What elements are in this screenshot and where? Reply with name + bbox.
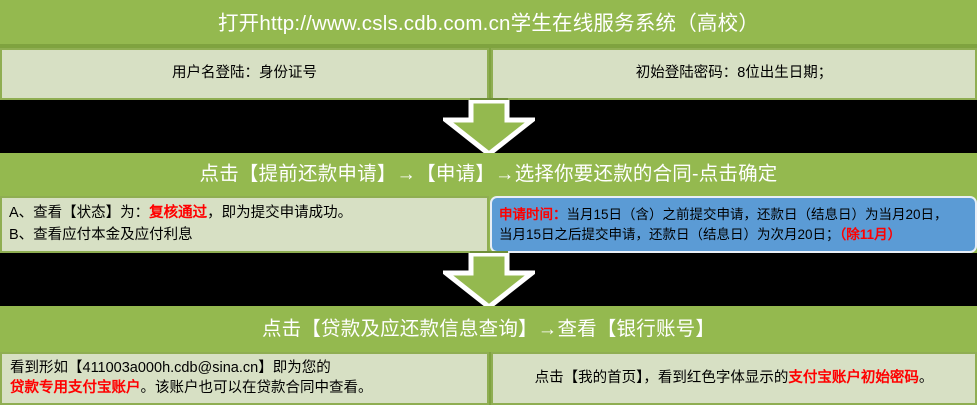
alipay-account-text: 看到形如【411003a000h.cdb@sina.cn】即为您的 贷款专用支付… [2, 359, 381, 398]
status-check-panel: A、查看【状态】为：复核通过，即为提交申请成功。 B、查看应付本金及应付利息 [0, 196, 489, 253]
timing-line-1: 申请时间：当月15日（含）之前提交申请，还款日（结息日）为当月20日， [499, 205, 948, 225]
status-and-timing-row: A、查看【状态】为：复核通过，即为提交申请成功。 B、查看应付本金及应付利息 申… [0, 196, 977, 253]
alipay-password-prefix: 点击【我的首页】，看到红色字体显示的 [534, 369, 789, 386]
step2-title-text: 点击【提前还款申请】→【申请】→选择你要还款的合同-点击确定 [199, 163, 778, 186]
status-line-a-prefix: A、查看【状态】为： [9, 205, 150, 222]
step1-title-text: 打开http://www.csls.cdb.com.cn学生在线服务系统（高校） [217, 12, 760, 36]
timing-line-2-text: 当月15日之后提交申请，还款日（结息日）为次月20日； [499, 226, 840, 242]
timing-line-1-text: 当月15日（含）之前提交申请，还款日（结息日）为当月20日， [566, 206, 948, 222]
step1-title-bar: 打开http://www.csls.cdb.com.cn学生在线服务系统（高校） [0, 0, 977, 48]
arrow-down-icon-2 [443, 253, 535, 309]
status-line-a-highlight: 复核通过 [149, 205, 208, 222]
timing-line-2: 当月15日之后提交申请，还款日（结息日）为次月20日；（除11月） [499, 225, 948, 245]
step3-title-text: 点击【贷款及应还款信息查询】→查看【银行账号】 [261, 317, 716, 340]
alipay-account-panel: 看到形如【411003a000h.cdb@sina.cn】即为您的 贷款专用支付… [0, 352, 489, 405]
arrow-down-icon-1 [443, 100, 535, 156]
status-line-a-suffix: ，即为提交申请成功。 [207, 205, 353, 222]
alipay-password-text: 点击【我的首页】，看到红色字体显示的支付宝账户初始密码。 [527, 369, 942, 389]
title-bar-underline [0, 44, 977, 48]
application-timing-lines: 申请时间：当月15日（含）之前提交申请，还款日（结息日）为当月20日， 当月15… [492, 205, 948, 244]
bottom-info-row: 看到形如【411003a000h.cdb@sina.cn】即为您的 贷款专用支付… [0, 352, 977, 405]
username-note-panel: 用户名登陆：身份证号 [0, 48, 489, 100]
alipay-password-highlight: 支付宝账户初始密码 [788, 369, 919, 386]
step2-title-bar: 点击【提前还款申请】→【申请】→选择你要还款的合同-点击确定 [0, 153, 977, 196]
password-note-panel: 初始登陆密码：8位出生日期； [491, 48, 977, 100]
alipay-password-panel: 点击【我的首页】，看到红色字体显示的支付宝账户初始密码。 [491, 352, 977, 405]
status-check-lines: A、查看【状态】为：复核通过，即为提交申请成功。 B、查看应付本金及应付利息 [2, 203, 352, 245]
timing-line-2-highlight: （除11月） [839, 226, 902, 242]
password-note-text: 初始登陆密码：8位出生日期； [635, 65, 833, 82]
status-line-b: B、查看应付本金及应付利息 [9, 226, 193, 243]
login-info-row: 用户名登陆：身份证号 初始登陆密码：8位出生日期； [0, 48, 977, 100]
username-note-text: 用户名登陆：身份证号 [172, 65, 317, 82]
step3-title-bar: 点击【贷款及应还款信息查询】→查看【银行账号】 [0, 306, 977, 352]
alipay-account-suffix: 。该账户也可以在贷款合同中查看。 [140, 379, 373, 396]
alipay-account-highlight: 贷款专用支付宝账户 [10, 379, 141, 396]
timing-label: 申请时间： [499, 206, 567, 222]
alipay-account-line-1: 看到形如【411003a000h.cdb@sina.cn】即为您的 [10, 359, 373, 379]
alipay-account-line-2: 贷款专用支付宝账户。该账户也可以在贷款合同中查看。 [10, 379, 373, 399]
alipay-password-suffix: 。 [918, 369, 934, 386]
application-timing-panel: 申请时间：当月15日（含）之前提交申请，还款日（结息日）为当月20日， 当月15… [490, 196, 977, 253]
status-line-a: A、查看【状态】为：复核通过，即为提交申请成功。 [9, 203, 352, 224]
alipay-account-prefix: 看到形如【411003a000h.cdb@sina.cn】即为您的 [10, 359, 331, 376]
